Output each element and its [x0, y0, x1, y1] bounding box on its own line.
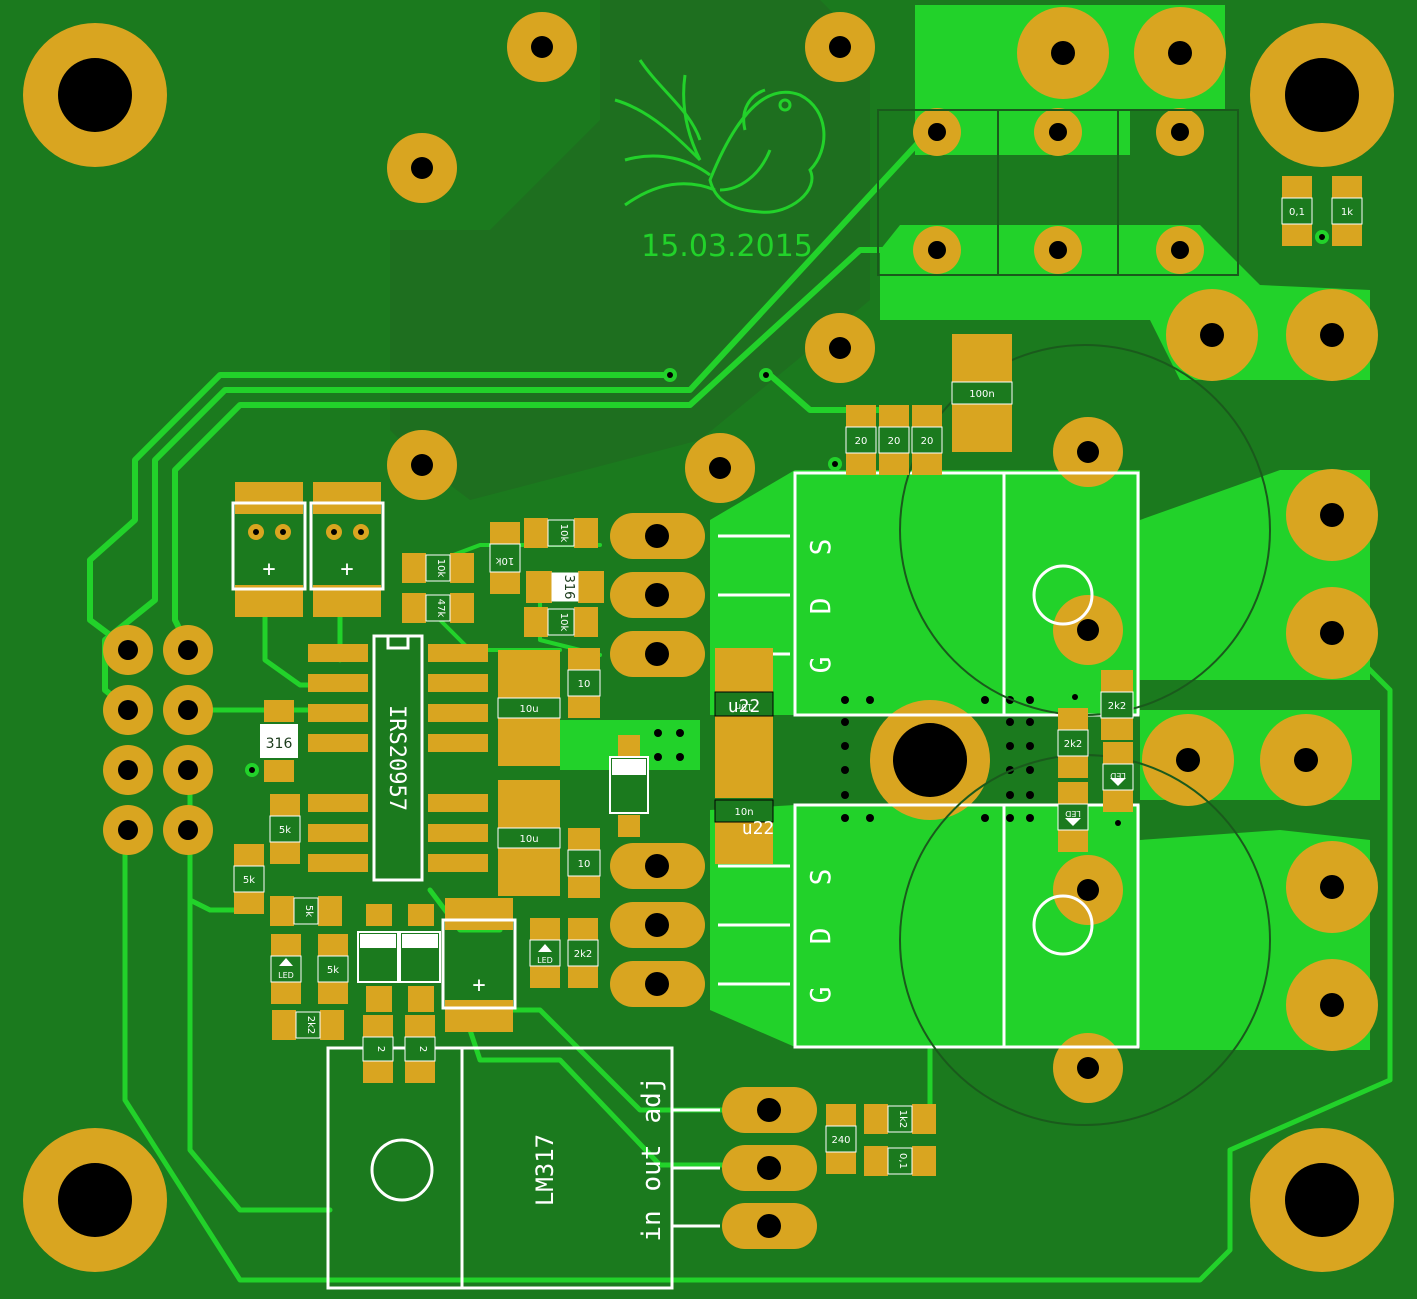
r-47k-label: 47k — [435, 599, 446, 618]
pin-g-upper: G — [804, 657, 837, 674]
ic-pads — [308, 644, 488, 872]
led-d-label: LED — [1065, 809, 1081, 818]
r-240-label: 240 — [831, 1135, 850, 1146]
ic-label: IRS20957 — [384, 705, 409, 811]
regulator-label: LM317 — [531, 1134, 559, 1206]
vias — [245, 230, 1329, 830]
via-array — [654, 696, 1034, 822]
c-022-b-label: u22 — [742, 818, 775, 839]
r-2k2-a-label: 2k2 — [305, 1016, 316, 1035]
zener-316-a-label: 316 — [561, 575, 576, 600]
r-2-a-label: 2 — [375, 1046, 386, 1052]
pin-label-in: in — [637, 1210, 667, 1241]
c-01-a-label: 0,1 — [1289, 207, 1305, 218]
electrolytic-caps: + + + — [231, 482, 517, 1032]
svg-text:+: + — [340, 557, 353, 582]
r-2-b-label: 2 — [417, 1046, 428, 1052]
r-1k-label: 1k — [1341, 207, 1353, 218]
r-10k-c-label: 10k — [435, 559, 446, 578]
r-2k2-b-label: 2k2 — [574, 949, 593, 960]
pin-d-lower: D — [804, 928, 837, 945]
led-a-label: LED — [278, 971, 294, 980]
c-022-a-label: u22 — [728, 696, 761, 717]
r-5k-b-label: 5k — [243, 875, 255, 886]
c-01-b-label: 0,1 — [897, 1153, 908, 1169]
svg-text:+: + — [472, 973, 485, 998]
led-c-label: LED — [1110, 771, 1126, 780]
r-10-b-label: 10 — [578, 859, 591, 870]
c-10u-a-label: 10u — [519, 704, 538, 715]
pin-s-upper: S — [804, 539, 837, 556]
c-10n-b-label: 10n — [734, 807, 753, 818]
pin-d-upper: D — [804, 598, 837, 615]
r-2k2-c-label: 2k2 — [1108, 701, 1127, 712]
zener-316-b-label: 316 — [266, 736, 293, 752]
pin-s-lower: S — [804, 869, 837, 886]
transistor-pins-lower: G D S — [804, 869, 837, 1004]
r-20-c-label: 20 — [921, 436, 934, 447]
led-b-label: LED — [537, 956, 553, 965]
c-100n-label: 100n — [969, 389, 994, 400]
svg-text:+: + — [262, 557, 275, 582]
silkscreen-outlines — [326, 109, 1271, 1290]
c-10n-a-label: 10n — [735, 701, 752, 711]
pin-g-lower: G — [804, 987, 837, 1004]
r-5k-d-label: 5k — [327, 965, 339, 976]
pin-label-adj: adj — [637, 1077, 667, 1124]
mounting-holes — [23, 23, 1394, 1272]
r-1k2-label: 1k2 — [897, 1110, 908, 1129]
transistor-pins-upper: G D S — [804, 539, 837, 674]
r-2k2-d-label: 2k2 — [1064, 739, 1083, 750]
r-10-a-label: 10 — [578, 679, 591, 690]
r-10k-a-label: 10k — [558, 524, 569, 543]
oblong-pads — [610, 513, 817, 1249]
r-5k-c-label: 5k — [303, 905, 314, 917]
r-20-a-label: 20 — [855, 436, 868, 447]
smd-components: 10u 10u u22 10n u22 100n 20 20 20 0,1 1k — [233, 176, 1363, 1176]
date-text: 15.03.2015 — [641, 229, 813, 264]
r-5k-a-label: 5k — [279, 825, 291, 836]
r-10k-b-label: 10k — [496, 555, 515, 566]
through-hole-pads — [103, 7, 1378, 1103]
bird-logo — [614, 59, 826, 214]
r-20-b-label: 20 — [888, 436, 901, 447]
c-10u-b-label: 10u — [519, 834, 538, 845]
r-10k-d-label: 10k — [558, 613, 569, 632]
pin-label-out: out — [637, 1145, 667, 1192]
